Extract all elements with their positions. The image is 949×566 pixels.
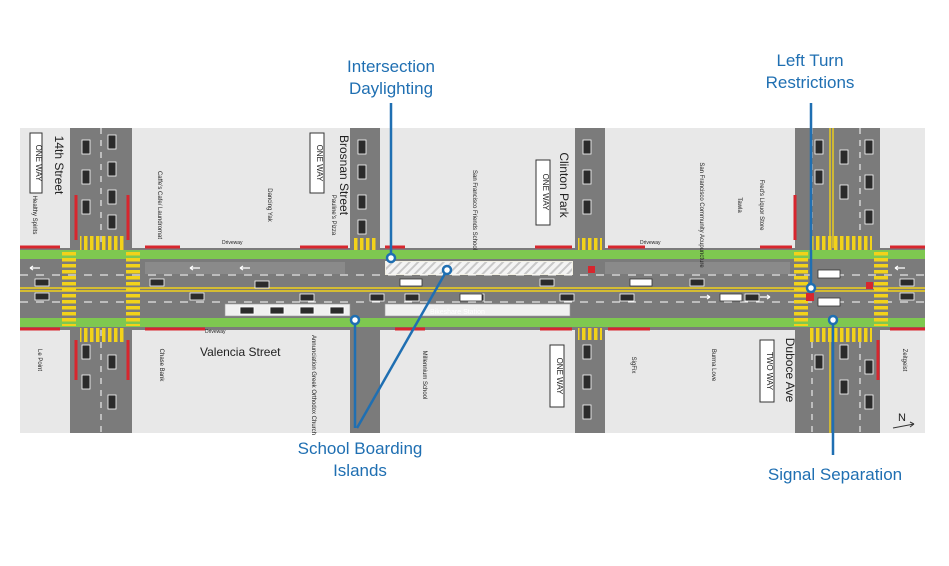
crosswalk [578, 238, 602, 250]
callout-intersection-daylighting: Intersection Daylighting [347, 57, 435, 98]
business-label: Zeitgeist [901, 349, 907, 372]
business-label: Le Point [36, 349, 42, 371]
sign-one-way: ONE WAY [541, 174, 550, 212]
street-label-14th: 14th Street [52, 136, 66, 195]
driveway-label: Driveway [205, 329, 226, 335]
driveway-label: Driveway [222, 240, 243, 246]
crosswalk [808, 236, 872, 250]
street-label-duboce: Duboce Ave [783, 338, 797, 403]
driveway-label: Driveway [640, 240, 661, 246]
business-label: Caffe's Cafe/ Laundromat [156, 171, 162, 239]
crosswalk [874, 252, 888, 326]
business-label: SigFix [630, 357, 636, 374]
crosswalk [80, 236, 124, 250]
crosswalk [808, 328, 872, 342]
callout-left-turn-restrictions: Left Turn Restrictions [765, 51, 855, 92]
bike-lane-top [20, 250, 925, 259]
bikeshare-station-label: Bikeshare Station [430, 309, 485, 316]
business-label: Fred's Liquor Store [758, 180, 764, 231]
sign-two-way: TWO WAY [765, 352, 774, 391]
north-arrow-label: N [898, 412, 906, 424]
bike-lane-bottom [20, 318, 925, 327]
business-label: Pauline's Pizza [330, 195, 336, 236]
crosswalk [794, 252, 808, 326]
sign-one-way: ONE WAY [555, 358, 564, 396]
business-label: Millennium School [421, 351, 427, 400]
business-label: Dancing Yak [266, 188, 272, 222]
callout-signal-separation: Signal Separation [767, 465, 903, 484]
business-label: San Francisco Friends School [471, 170, 477, 250]
crosswalk [126, 252, 140, 326]
valencia-roadway [20, 248, 925, 330]
crosswalk [354, 238, 378, 250]
business-label: San Francisco Community Acupuncture [698, 162, 704, 268]
street-label-clinton-park: Clinton Park [557, 152, 571, 218]
business-label: Burma Love [710, 349, 716, 382]
crosswalk [62, 252, 76, 326]
business-label: Tawla [736, 197, 742, 213]
business-label: Healthy Spirits [31, 196, 37, 235]
street-label-valencia: Valencia Street [200, 345, 281, 359]
business-label: Annunciation Greek Orthodox Church [310, 335, 316, 435]
street-label-brosnan: Brosnan Street [337, 135, 351, 216]
callout-school-boarding-islands: School Boarding Islands [297, 439, 423, 480]
crosswalk [80, 328, 124, 342]
sign-one-way: ONE WAY [315, 145, 324, 183]
sign-one-way: ONE WAY [34, 145, 43, 183]
business-label: Chase Bank [158, 349, 164, 383]
crosswalk [578, 328, 602, 340]
